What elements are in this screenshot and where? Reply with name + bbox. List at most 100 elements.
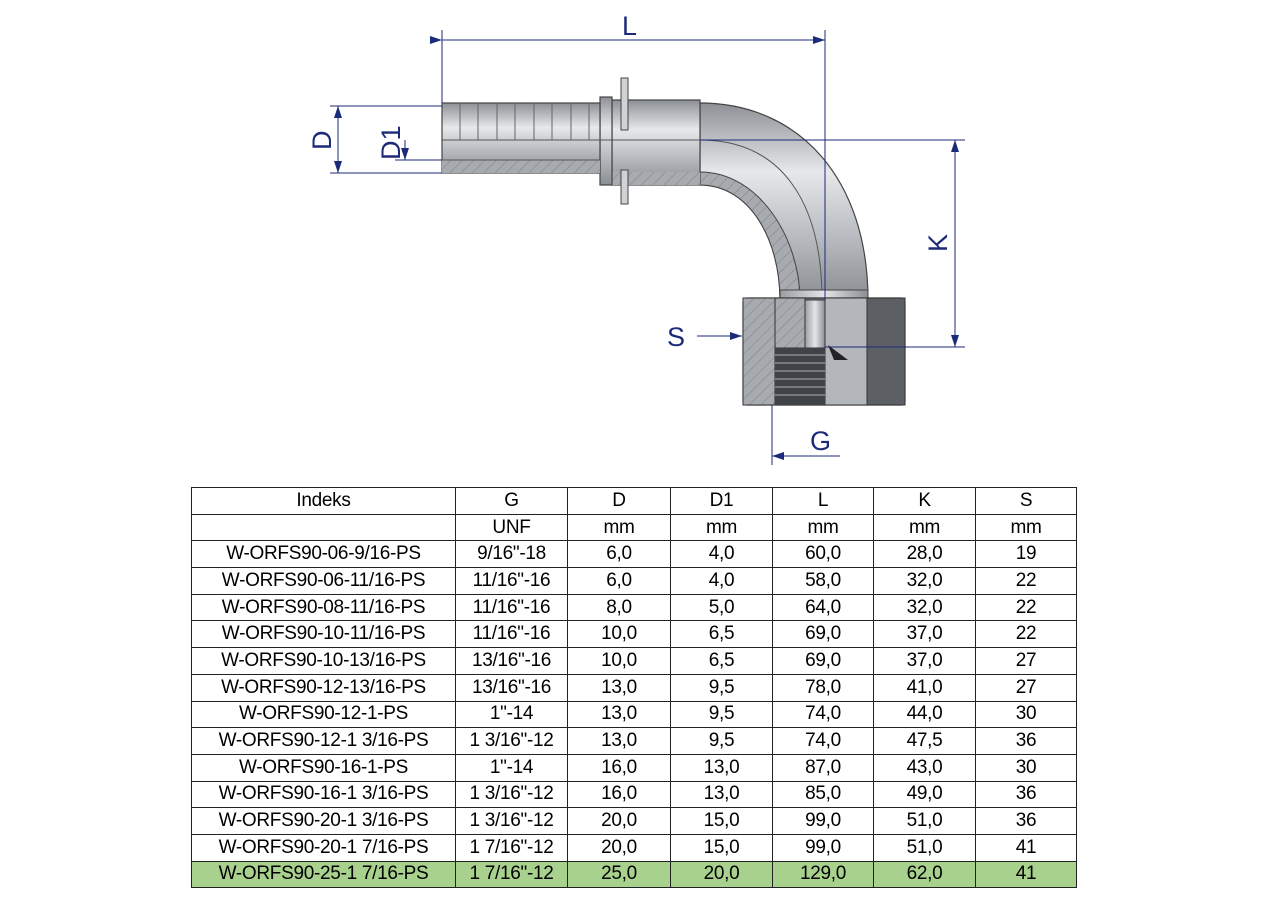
table-cell: 19 <box>975 540 1077 569</box>
table-cell <box>191 513 456 542</box>
table-cell: L <box>772 487 874 515</box>
table-cell: 41,0 <box>873 673 976 702</box>
table-cell: W-ORFS90-16-1-PS <box>191 753 456 782</box>
table-cell: 37,0 <box>873 647 976 675</box>
table-cell: 30 <box>975 700 1077 729</box>
table-cell: 22 <box>975 567 1077 595</box>
table-cell: W-ORFS90-12-13/16-PS <box>191 673 456 702</box>
table-cell: 27 <box>975 673 1077 702</box>
table-cell: 36 <box>975 727 1077 755</box>
table-cell: 99,0 <box>772 833 874 862</box>
table-cell: 9,5 <box>670 700 773 729</box>
table-cell: W-ORFS90-25-1 7/16-PS <box>191 860 456 889</box>
table-cell: 9,5 <box>670 727 773 755</box>
table-cell: 11/16"-16 <box>455 593 568 622</box>
table-cell: 87,0 <box>772 753 874 782</box>
table-cell: 9/16"-18 <box>455 540 568 569</box>
dim-label-k: K <box>923 234 953 252</box>
table-cell: 27 <box>975 647 1077 675</box>
table-cell: 1 7/16"-12 <box>455 833 568 862</box>
table-cell: 74,0 <box>772 700 874 729</box>
table-cell: 6,5 <box>670 620 773 649</box>
table-cell: 13,0 <box>567 673 671 702</box>
elbow-body <box>699 102 869 301</box>
table-cell: 11/16"-16 <box>455 620 568 649</box>
table-cell: W-ORFS90-06-11/16-PS <box>191 567 456 595</box>
table-cell: 62,0 <box>873 860 976 889</box>
table-cell: 5,0 <box>670 593 773 622</box>
table-cell: 16,0 <box>567 780 671 809</box>
table-cell: 15,0 <box>670 807 773 835</box>
dim-label-l: L <box>622 11 637 41</box>
table-cell: 1"-14 <box>455 700 568 729</box>
table-cell: mm <box>567 513 671 542</box>
swivel-nut <box>742 297 906 406</box>
table-cell: 47,5 <box>873 727 976 755</box>
table-cell: W-ORFS90-06-9/16-PS <box>191 540 456 569</box>
table-cell: 13,0 <box>567 700 671 729</box>
fitting-drawing: L D D1 K S G <box>307 11 965 465</box>
table-cell: 78,0 <box>772 673 874 702</box>
table-cell: mm <box>670 513 773 542</box>
table-cell: mm <box>873 513 976 542</box>
table-cell: 99,0 <box>772 807 874 835</box>
table-cell: 32,0 <box>873 567 976 595</box>
table-cell: 13/16"-16 <box>455 673 568 702</box>
table-cell: W-ORFS90-08-11/16-PS <box>191 593 456 622</box>
table-cell: 69,0 <box>772 620 874 649</box>
table-cell: 8,0 <box>567 593 671 622</box>
table-cell: 1 7/16"-12 <box>455 860 568 889</box>
table-cell: Indeks <box>191 487 456 515</box>
table-cell: UNF <box>455 513 568 542</box>
table-cell: 6,0 <box>567 540 671 569</box>
table-cell: 44,0 <box>873 700 976 729</box>
table-cell: 22 <box>975 620 1077 649</box>
table-cell: 51,0 <box>873 833 976 862</box>
table-cell: 129,0 <box>772 860 874 889</box>
hose-tail <box>441 102 612 174</box>
table-cell: mm <box>975 513 1077 542</box>
dim-label-g: G <box>810 426 831 456</box>
table-cell: 13,0 <box>567 727 671 755</box>
table-cell: mm <box>772 513 874 542</box>
table-cell: D1 <box>670 487 773 515</box>
table-cell: 9,5 <box>670 673 773 702</box>
table-cell: 64,0 <box>772 593 874 622</box>
table-cell: 49,0 <box>873 780 976 809</box>
table-cell: W-ORFS90-20-1 3/16-PS <box>191 807 456 835</box>
table-cell: 1 3/16"-12 <box>455 780 568 809</box>
table-cell: 13/16"-16 <box>455 647 568 675</box>
dim-label-d1: D1 <box>376 125 406 160</box>
collar <box>599 96 613 186</box>
table-cell: 10,0 <box>567 620 671 649</box>
table-cell: 1 3/16"-12 <box>455 727 568 755</box>
table-cell: 16,0 <box>567 753 671 782</box>
table-cell: 20,0 <box>567 807 671 835</box>
table-cell: 36 <box>975 807 1077 835</box>
table-cell: 32,0 <box>873 593 976 622</box>
table-cell: 1"-14 <box>455 753 568 782</box>
table-cell: 74,0 <box>772 727 874 755</box>
table-cell: W-ORFS90-10-13/16-PS <box>191 647 456 675</box>
table-cell: 6,0 <box>567 567 671 595</box>
table-cell: 58,0 <box>772 567 874 595</box>
table-cell: 6,5 <box>670 647 773 675</box>
table-cell: 43,0 <box>873 753 976 782</box>
table-cell: 13,0 <box>670 753 773 782</box>
dimension-lines <box>330 30 965 465</box>
table-cell: 13,0 <box>670 780 773 809</box>
table-cell: 4,0 <box>670 540 773 569</box>
table-cell: W-ORFS90-12-1 3/16-PS <box>191 727 456 755</box>
